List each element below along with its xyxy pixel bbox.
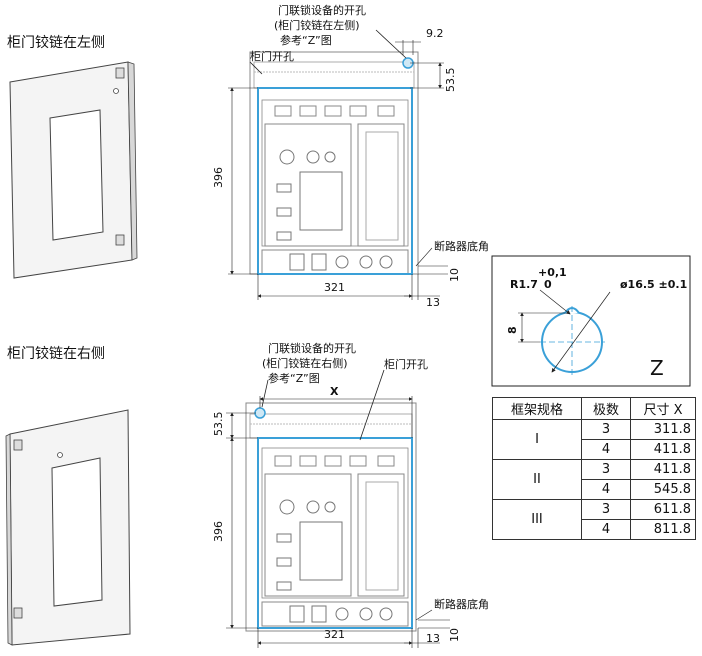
detail-z-tol-top: +0,1	[538, 266, 567, 279]
table-row: I 3 311.8	[492, 419, 696, 460]
cell-x: 411.8	[630, 439, 696, 460]
table-row: 4 811.8	[493, 519, 696, 540]
right-hinge-title: 柜门铰链在右侧	[7, 346, 105, 362]
cell-x: 811.8	[630, 519, 696, 540]
bottom-breaker-drawing	[226, 369, 450, 648]
top-dim-10: 10	[448, 268, 461, 282]
detail-z-diameter: ø16.5 ±0.1	[620, 278, 688, 291]
table-row: III 3 611.8	[492, 499, 696, 540]
bottom-callout-line1: 门联锁设备的开孔	[268, 342, 356, 355]
bottom-callout-line2: (柜门铰链在右侧)	[262, 357, 348, 370]
cell-poles: 3	[581, 499, 631, 520]
header-size-x: 尺寸 X	[630, 397, 696, 420]
table-row: II 3 411.8	[492, 459, 696, 500]
cell-frame: II	[492, 459, 582, 500]
detail-z-radius: R1.7	[510, 278, 538, 291]
detail-z-tol-bottom: 0	[544, 278, 552, 291]
cell-x: 545.8	[630, 479, 696, 500]
top-door-cutout	[257, 87, 413, 275]
bottom-dim-396: 396	[212, 521, 225, 542]
top-dim-9-2: 9.2	[426, 27, 444, 40]
left-hinge-title: 柜门铰链在左侧	[7, 35, 105, 51]
cell-x: 611.8	[630, 499, 696, 520]
cell-poles: 4	[581, 479, 631, 500]
bottom-door-cutout-label: 柜门开孔	[384, 358, 428, 371]
bottom-dim-10: 10	[448, 628, 461, 642]
cell-x: 311.8	[630, 419, 696, 440]
bottom-callout-line3: 参考“Z”图	[268, 372, 320, 385]
table-header-row: 框架规格 极数 尺寸 X	[492, 397, 696, 420]
bottom-door-cutout	[257, 437, 413, 629]
top-dim-53-5: 53.5	[444, 67, 457, 93]
table-row: 4 411.8	[493, 439, 696, 460]
cell-poles: 3	[581, 459, 631, 480]
detail-z-label: Z	[650, 356, 664, 380]
detail-z-dim-8: 8	[506, 326, 519, 334]
top-dim-396: 396	[212, 167, 225, 188]
top-callout-line3: 参考“Z”图	[280, 34, 332, 47]
bottom-dim-x: X	[330, 385, 339, 398]
top-callout-line1: 门联锁设备的开孔	[278, 4, 366, 17]
cell-x: 411.8	[630, 459, 696, 480]
header-poles: 极数	[581, 397, 631, 420]
cell-poles: 4	[581, 439, 631, 460]
door-right-hinge-illustration	[5, 409, 131, 646]
bottom-dim-321: 321	[324, 628, 345, 641]
top-callout-line2: (柜门铰链在左侧)	[274, 19, 360, 32]
top-breaker-drawing	[228, 29, 448, 300]
top-dim-13: 13	[426, 296, 440, 309]
bottom-dim-53-5: 53.5	[212, 411, 225, 437]
top-breaker-corner: 断路器底角	[434, 240, 489, 253]
bottom-breaker-corner: 断路器底角	[434, 598, 489, 611]
cell-poles: 4	[581, 519, 631, 540]
bottom-interlock-hole	[254, 407, 266, 419]
top-door-cutout-label: 柜门开孔	[250, 50, 294, 63]
door-left-hinge-illustration	[9, 61, 138, 279]
top-dim-321: 321	[324, 281, 345, 294]
bottom-dim-13: 13	[426, 632, 440, 645]
cell-poles: 3	[581, 419, 631, 440]
frame-size-table: 框架规格 极数 尺寸 X I 3 311.8 4 411.8 II 3 411.…	[492, 397, 696, 540]
detail-z	[491, 255, 691, 387]
header-frame: 框架规格	[492, 397, 582, 420]
cell-frame: III	[492, 499, 582, 540]
cell-frame: I	[492, 419, 582, 460]
